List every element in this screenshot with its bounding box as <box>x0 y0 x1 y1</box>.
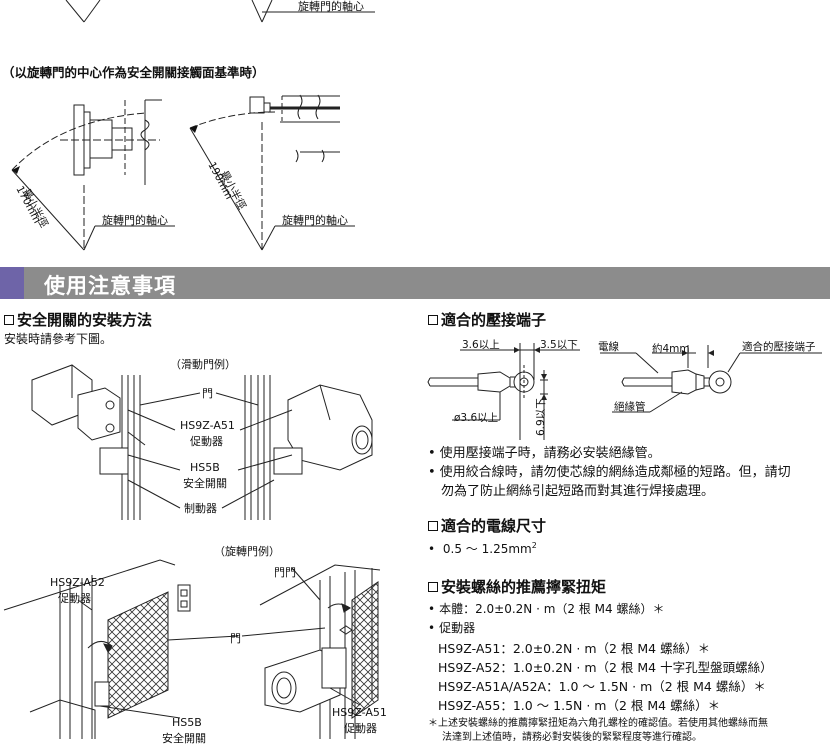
checkbox-square-icon <box>428 315 438 325</box>
torque-footnote-2: 法達到上述值時，請務必對安裝後的緊緊程度等進行確認。 <box>442 732 702 743</box>
hinged-actuator-left-label: 促動器 <box>58 592 91 605</box>
dim-b: 3.5以下 <box>540 339 578 351</box>
torque-line-2: HS9Z-A52：1.0±0.2N · m（2 根 M4 十字孔型盤頭螺絲） <box>438 660 773 675</box>
hinged-switch-model: HS5B <box>172 716 202 729</box>
wire-size-heading: 適合的電線尺寸 <box>428 515 546 536</box>
hinged-caption: （旋轉門例） <box>214 545 280 558</box>
sliding-caption: （滑動門例） <box>170 358 236 371</box>
torque-line-3: HS9Z-A51A/A52A：1.0 ～ 1.5N · m（2 根 M4 螺絲）… <box>438 679 766 694</box>
hinged-actuator-left-model: HS9Z-A52 <box>50 576 105 589</box>
checkbox-square-icon <box>428 521 438 531</box>
dim-a: 3.6以上 <box>462 339 500 351</box>
install-heading: 安全開關的安裝方法 <box>4 309 152 330</box>
hinged-door-label: 門 <box>230 632 241 645</box>
section-title: 使用注意事項 <box>44 274 176 298</box>
hinged-hinge-label: 門門 <box>274 566 296 579</box>
hinged-actuator-right-label: 促動器 <box>344 722 377 735</box>
terminal-bullet-1: 使用壓接端子時，請務必安裝絕緣管。 <box>428 442 661 461</box>
sliding-actuator-model: HS9Z-A51 <box>180 419 235 432</box>
left-axis-label: 旋轉門的軸心 <box>102 214 168 227</box>
torque-footnote-1: ＊上述安裝螺絲的推薦擰緊扭矩為六角孔螺栓的確認值。若使用其他螺絲而無 <box>428 718 768 729</box>
section-accent <box>0 267 24 299</box>
torque-actuator-title: 促動器 <box>428 619 475 636</box>
torque-line-4: HS9Z-A55：1.0 ～ 1.5N · m（2 根 M4 螺絲）＊ <box>438 698 721 713</box>
terminal-bullet-2: 使用絞合線時，請勿使芯線的網絲造成鄰極的短路。但，請切 <box>428 461 791 480</box>
sliding-switch-label: 安全開關 <box>183 477 227 490</box>
dim-d: ø3.6以上 <box>454 412 499 424</box>
tube-label: 絕緣管 <box>614 401 646 413</box>
terminal-heading: 適合的壓接端子 <box>428 309 546 330</box>
torque-heading: 安裝螺絲的推薦擰緊扭矩 <box>428 576 606 597</box>
right-axis-label: 旋轉門的軸心 <box>282 214 348 227</box>
torque-line-1: HS9Z-A51：2.0±0.2N · m（2 根 M4 螺絲）＊ <box>438 641 711 656</box>
install-intro: 安裝時請參考下圖。 <box>4 332 113 346</box>
axis-label-top: 旋轉門的軸心 <box>298 0 364 13</box>
condition-note: （以旋轉門的中心作為安全開關接觸面基準時） <box>2 65 265 80</box>
sliding-switch-model: HS5B <box>190 461 220 474</box>
sliding-door-label: 門 <box>202 387 213 400</box>
dim-e: 6.9以下 <box>535 398 547 436</box>
wire-label: 電線 <box>598 341 619 353</box>
hinged-actuator-right-model: HS9Z-A51 <box>332 706 387 719</box>
sliding-stopper-label: 制動器 <box>184 502 217 515</box>
checkbox-square-icon <box>4 315 14 325</box>
checkbox-square-icon <box>428 582 438 592</box>
torque-body-line: 本體：2.0±0.2N · m（2 根 M4 螺絲）＊ <box>428 600 664 617</box>
radius-diagram <box>11 0 375 251</box>
dim-c: 約4mm <box>652 343 690 355</box>
terminal-bullet-3: 勿為了防止網絲引起短路而對其進行焊接處理。 <box>441 484 715 499</box>
terminal-label: 適合的壓接端子 <box>742 341 816 353</box>
section-header: 使用注意事項 <box>0 267 830 299</box>
sliding-actuator-label: 促動器 <box>190 435 223 448</box>
wire-size-value: 0.5 ～ 1.25mm2 <box>428 540 537 557</box>
